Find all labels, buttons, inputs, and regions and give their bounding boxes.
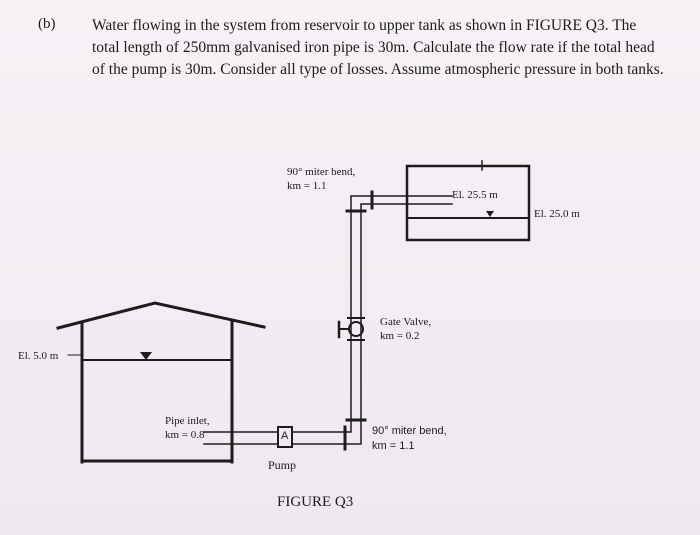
- reservoir-roof: [56, 301, 266, 330]
- pump-box: [277, 426, 293, 448]
- lower-water-elevation: El. 5.0 m: [18, 350, 59, 362]
- gate-valve-body: [348, 321, 364, 337]
- pump-letter: A: [281, 430, 289, 442]
- lower-water-marker: [140, 352, 152, 360]
- gate-valve-label: Gate Valve, km = 0.2: [380, 316, 432, 342]
- question-number: (b): [38, 16, 56, 32]
- tank-top-elevation: El. 25.5 m: [452, 189, 498, 201]
- figure-caption: FIGURE Q3: [277, 494, 354, 510]
- upper-water-elevation: El. 25.0 m: [534, 208, 580, 220]
- question-text: Water flowing in the system from reservo…: [92, 17, 664, 78]
- bottom-bend-label: 90° miter bend, km = 1.1: [372, 425, 447, 452]
- pump-label: Pump: [268, 458, 297, 472]
- pipe-inlet-label: Pipe inlet, km = 0.8: [165, 415, 210, 441]
- upper-tank: [405, 164, 531, 242]
- upper-water-marker: [486, 211, 494, 217]
- top-bend-label: 90° miter bend, km = 1.1: [287, 166, 356, 192]
